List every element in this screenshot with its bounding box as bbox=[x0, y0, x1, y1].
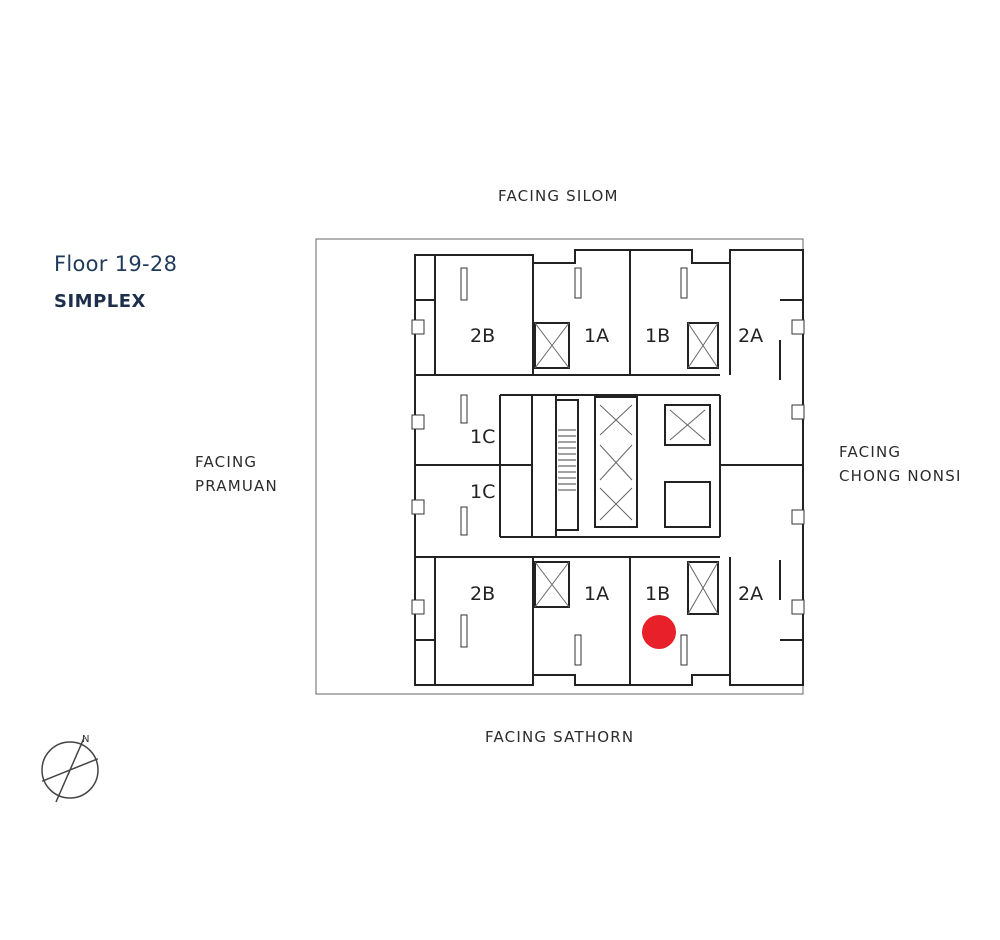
page-title: Floor 19-28 bbox=[54, 252, 178, 276]
facing-east-line1: FACING bbox=[839, 443, 902, 461]
facing-east-label: FACING CHONG NONSI bbox=[839, 440, 962, 488]
stair-treads bbox=[558, 429, 576, 491]
facing-south-label: FACING SATHORN bbox=[485, 728, 635, 746]
unit-1c-upper: 1C bbox=[470, 426, 495, 448]
facing-west-line1: FACING bbox=[195, 453, 258, 471]
unit-1b-bottom: 1B bbox=[645, 583, 670, 605]
building-walls bbox=[414, 249, 804, 686]
compass-icon: N bbox=[41, 734, 99, 803]
unit-2b-top: 2B bbox=[470, 325, 495, 347]
facing-west-label: FACING PRAMUAN bbox=[195, 450, 278, 498]
page-subtitle: SIMPLEX bbox=[54, 291, 146, 312]
unit-1b-top: 1B bbox=[645, 325, 670, 347]
shaft-crosses bbox=[534, 322, 719, 615]
facing-east-line2: CHONG NONSI bbox=[839, 467, 962, 485]
unit-2a-top: 2A bbox=[738, 325, 763, 347]
compass-north-label: N bbox=[82, 734, 89, 745]
unit-1a-top: 1A bbox=[584, 325, 609, 347]
unit-1a-bottom: 1A bbox=[584, 583, 609, 605]
unit-2a-bottom: 2A bbox=[738, 583, 763, 605]
facing-west-line2: PRAMUAN bbox=[195, 477, 278, 495]
unit-2b-bottom: 2B bbox=[470, 583, 495, 605]
selected-unit-marker bbox=[642, 615, 676, 649]
facing-north-label: FACING SILOM bbox=[498, 187, 619, 205]
window-bays bbox=[411, 267, 805, 666]
unit-1c-lower: 1C bbox=[470, 481, 495, 503]
unit-labels: 2B 1A 1B 2A 1C 1C 2B 1A 1B 2A bbox=[470, 325, 763, 605]
